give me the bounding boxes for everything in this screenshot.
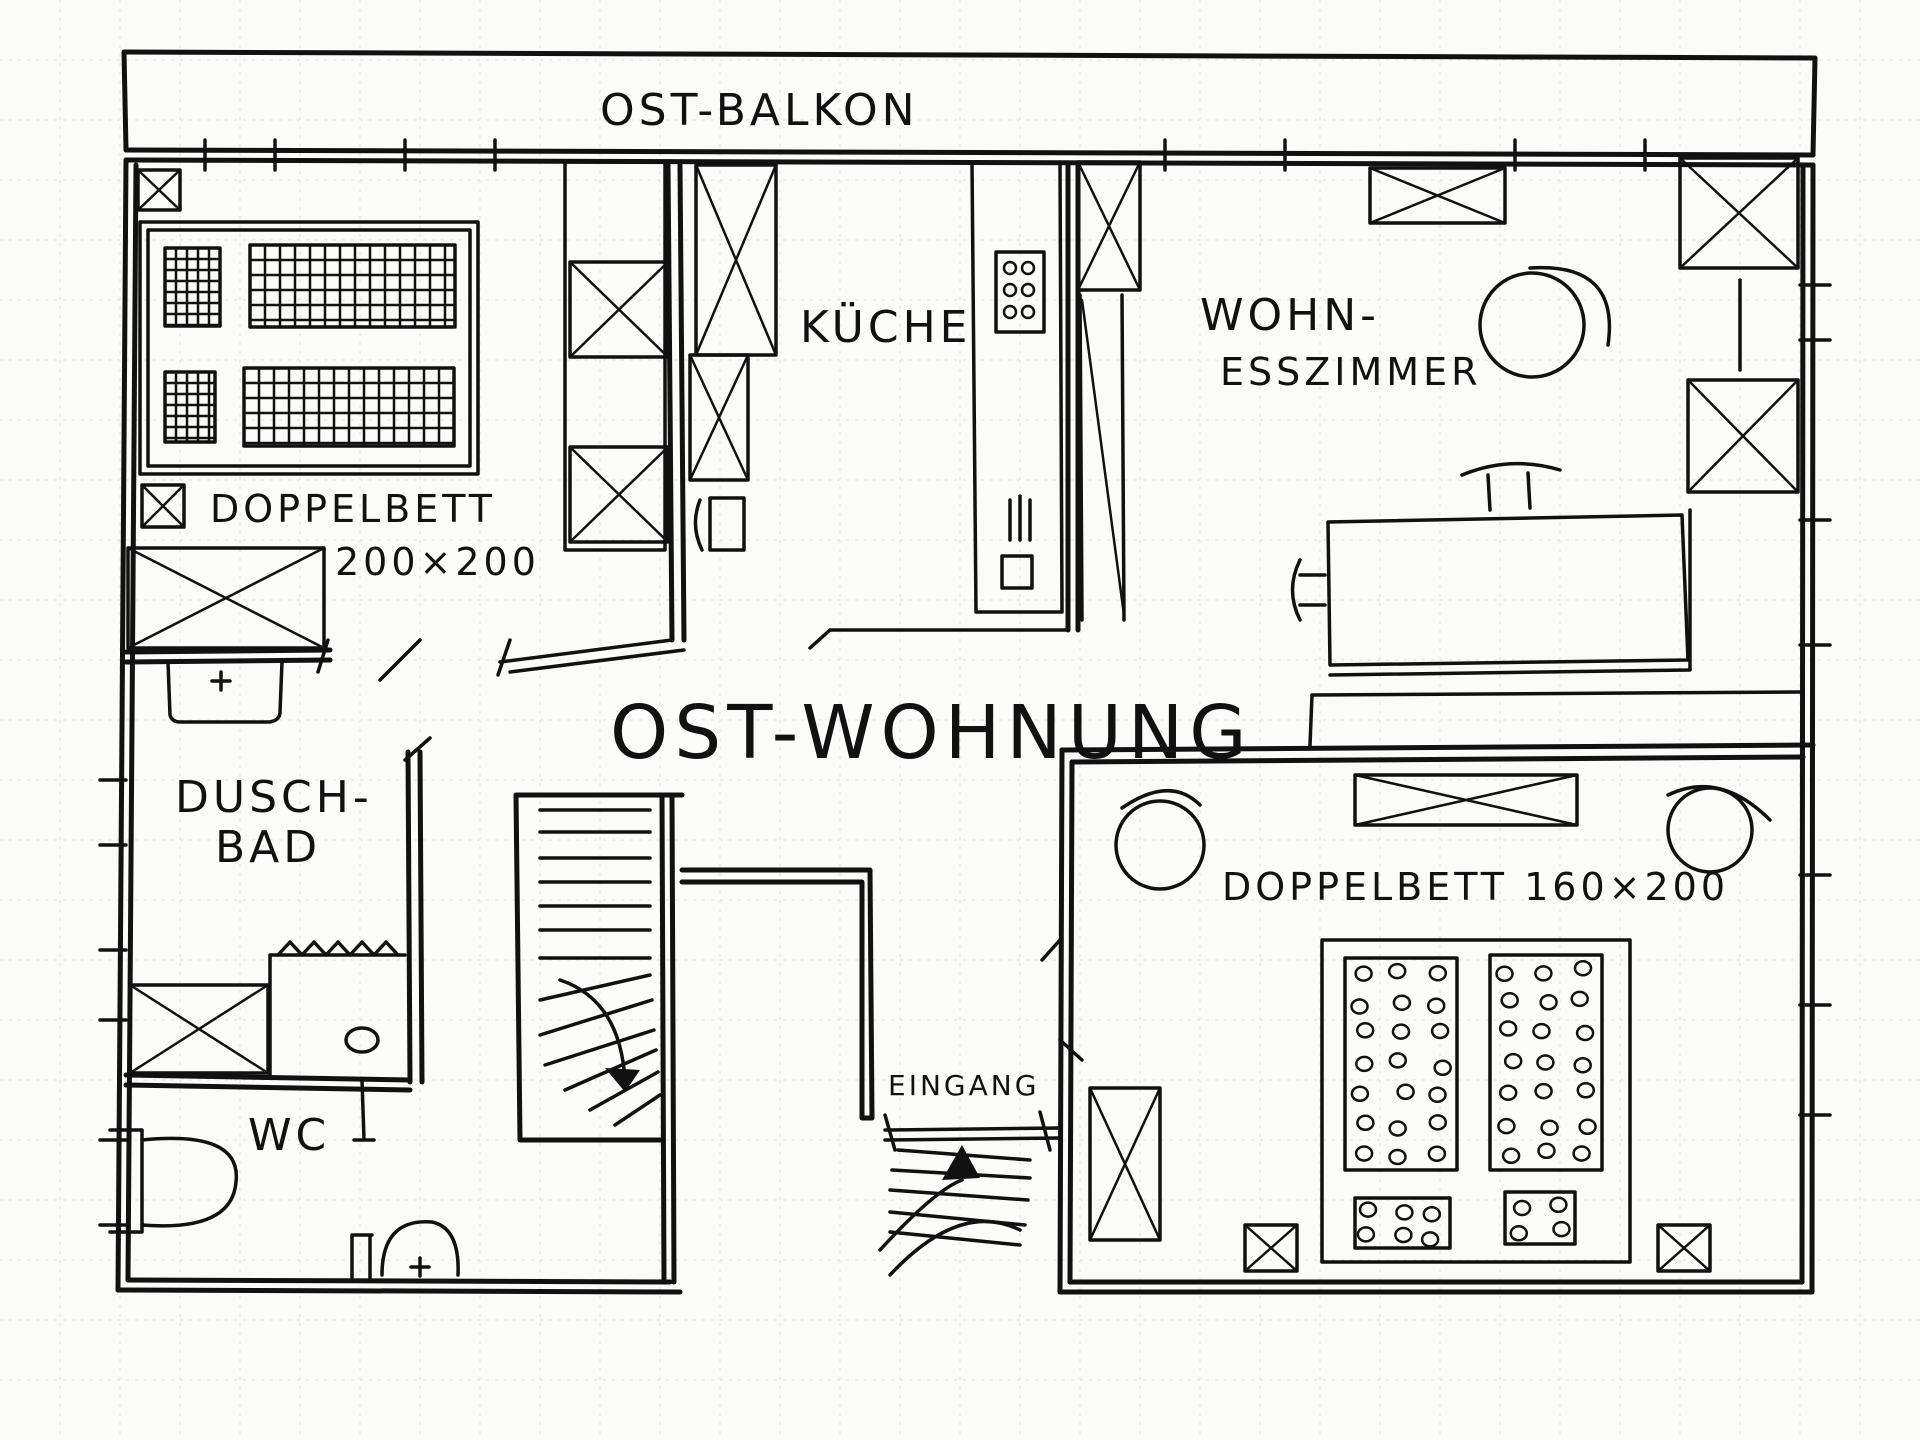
duvet-dot — [1495, 965, 1514, 983]
duvet-dot — [1532, 1022, 1551, 1040]
double-bed-160 — [1320, 938, 1632, 1264]
duvet-dot — [1512, 1199, 1532, 1217]
duvet-dot — [1498, 1020, 1518, 1037]
wc-room — [108, 1078, 460, 1282]
kitchen-chair — [693, 496, 746, 552]
duvet-dot — [1394, 1226, 1413, 1244]
label-entrance: EINGANG — [888, 1069, 1039, 1102]
label-living-line1: WOHN- — [1200, 290, 1380, 341]
armchair-bedroom-left — [1114, 789, 1206, 891]
duvet-dot — [1540, 1119, 1559, 1136]
nightstand-top-left — [136, 168, 182, 212]
kitchen-counter — [970, 160, 1064, 614]
duvet-dot — [1430, 1022, 1450, 1040]
duvet-dot — [1392, 994, 1412, 1011]
wardrobe-left — [126, 546, 326, 650]
duvet-dot — [1539, 994, 1558, 1011]
duvet-dot — [1387, 962, 1407, 980]
duvet-dot — [1396, 1083, 1415, 1101]
duvet-dot — [1356, 1114, 1375, 1132]
duvet-dot — [1549, 1196, 1568, 1214]
duvet-dot — [1395, 1204, 1414, 1221]
wardrobe-right-bedroom — [1088, 1086, 1162, 1242]
duvet-dot — [1433, 1059, 1452, 1077]
duvet-dot — [1534, 1082, 1553, 1100]
duvet-dot — [1428, 1086, 1447, 1103]
shower-bath — [128, 940, 407, 1077]
living-dining — [1290, 156, 1802, 747]
outer-walls — [98, 157, 1832, 1295]
label-wc: WC — [248, 1110, 330, 1161]
duvet-dot — [1428, 1114, 1448, 1131]
label-bedroom-right: DOPPELBETT 160×200 — [1222, 865, 1729, 909]
duvet-dot — [1534, 965, 1553, 982]
duvet-dot — [1509, 1225, 1529, 1242]
bedroom-left — [126, 160, 670, 724]
duvet-dot — [1578, 1118, 1597, 1136]
label-bath-line2: BAD — [215, 822, 321, 873]
duvet-dot — [1573, 959, 1593, 977]
duvet-dot — [1570, 990, 1589, 1008]
label-bedroom-left: DOPPELBETT — [210, 487, 496, 531]
wardrobe-column — [563, 160, 670, 552]
duvet-dot — [1358, 1201, 1378, 1218]
kitchen-right-cabinet — [1076, 160, 1142, 622]
bedroom-right — [1088, 773, 1772, 1273]
wc-sink — [350, 1220, 460, 1282]
duvet-dot — [1498, 1084, 1518, 1101]
duvet-dot — [1354, 1145, 1374, 1162]
duvet-dot — [1388, 1120, 1407, 1137]
sideboard-right-bedroom — [1353, 773, 1579, 827]
duvet-dot — [1536, 1054, 1555, 1071]
duvet-dot — [1576, 1082, 1596, 1099]
sideboard-top — [1368, 166, 1507, 225]
label-balcony: OST-BALKON — [600, 85, 919, 136]
duvet-dot — [1420, 1231, 1440, 1248]
duvet-dot — [1355, 1055, 1374, 1073]
duvet-dot — [1572, 1145, 1591, 1162]
label-bedroom-left-size: 200×200 — [335, 540, 540, 584]
duvet-dot — [1354, 965, 1373, 982]
staircase — [538, 808, 662, 1127]
duvet-dot — [1350, 1085, 1370, 1103]
duvet-dot — [1388, 1148, 1407, 1166]
label-kitchen: KÜCHE — [800, 301, 972, 353]
cabinet-right-mid — [1686, 378, 1800, 494]
label-living-line2: ESSZIMMER — [1220, 350, 1481, 394]
duvet-dot — [1356, 1226, 1376, 1243]
duvet-dot — [1428, 964, 1448, 982]
interior-walls — [123, 162, 1816, 1295]
armchair-living — [1478, 265, 1612, 379]
nightstand-right-bedroom-right — [1656, 1223, 1712, 1273]
cabinet-right-top — [1678, 156, 1800, 372]
nightstand-right-bedroom-left — [1243, 1223, 1299, 1273]
duvet-dot — [1537, 1142, 1556, 1160]
duvet-dot — [1501, 1147, 1521, 1165]
sink-bedroom — [166, 660, 284, 724]
duvet-dot — [1391, 1023, 1411, 1040]
label-bath-line1: DUSCH- — [175, 772, 373, 823]
duvet-dot — [1422, 1205, 1442, 1223]
entrance-steps — [878, 1145, 1032, 1277]
duvet-dot — [1573, 1056, 1592, 1074]
duvet-dot — [1355, 1022, 1375, 1039]
duvet-dot — [1427, 1145, 1447, 1162]
label-apartment: OST-WOHNUNG — [610, 690, 1253, 776]
toilet — [108, 1128, 239, 1234]
duvet-dot — [1503, 1052, 1523, 1070]
nightstand-mid-left — [140, 483, 186, 529]
duvet-dot — [1500, 992, 1519, 1009]
kitchen — [688, 160, 1142, 622]
balcony — [121, 49, 1818, 172]
armchair-bedroom-right — [1666, 784, 1772, 874]
duvet-dot — [1426, 997, 1446, 1014]
duvet-dot — [1350, 998, 1369, 1015]
duvet-dot — [1575, 1024, 1595, 1042]
dining-table — [1290, 461, 1692, 677]
duvet-dot — [1388, 1052, 1408, 1069]
duvet-dot — [1552, 1220, 1571, 1238]
duvet-dot — [1497, 1117, 1516, 1135]
